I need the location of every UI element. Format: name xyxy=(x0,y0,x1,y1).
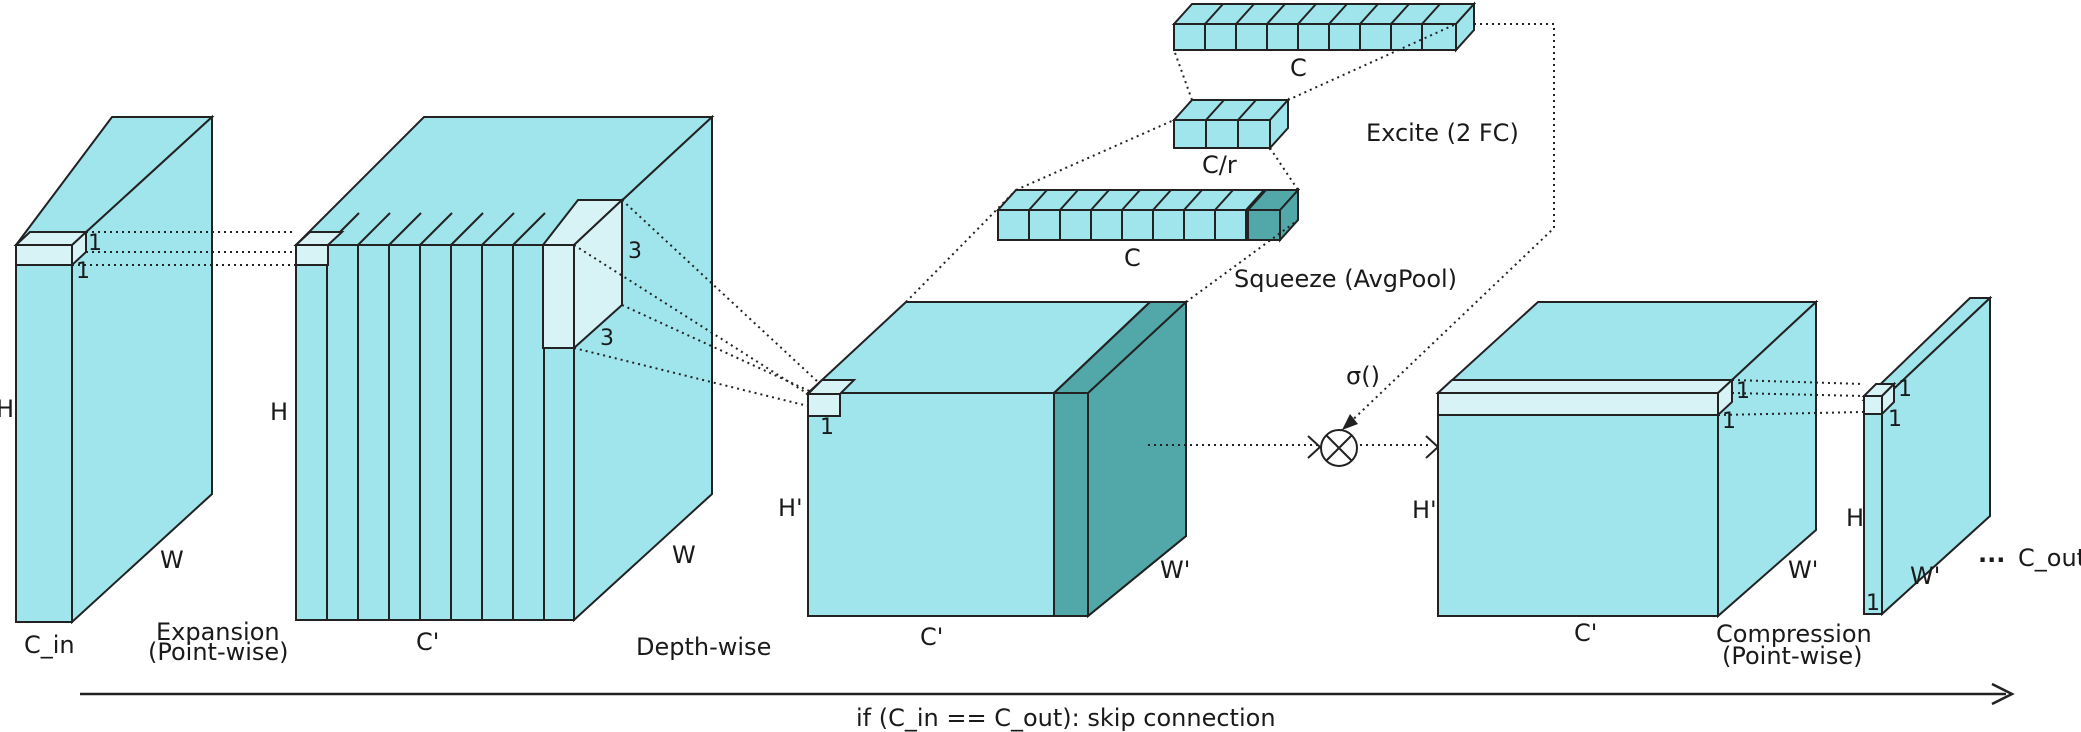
compression-caption-line2: (Point-wise) xyxy=(1722,642,1863,670)
scaled-kernel-label-top: 1 xyxy=(1736,379,1750,404)
kernel-size-label-top: 3 xyxy=(628,239,642,264)
input-width-label: W xyxy=(160,546,184,574)
slice-line xyxy=(481,212,515,246)
kernel-size-label-bottom: 3 xyxy=(600,326,614,351)
scaled-channel-label: C' xyxy=(1574,619,1597,647)
input-height-label: H xyxy=(0,395,14,423)
kernel-to-output-connector xyxy=(573,199,819,407)
slice-line xyxy=(419,212,453,246)
excite-caption: Excite (2 FC) xyxy=(1366,119,1519,147)
slice-line xyxy=(1214,189,1234,211)
compression-caption-line1: Compression xyxy=(1716,620,1872,648)
slice-line xyxy=(1059,189,1079,211)
compression-depth-label: 1 xyxy=(1866,591,1880,616)
excite-arrow-head xyxy=(1342,414,1358,430)
excite-vector xyxy=(1171,1,1477,53)
slice-line xyxy=(388,212,422,246)
input-kernel-label-top: 1 xyxy=(88,231,102,256)
multiply-node xyxy=(1320,429,1358,467)
multiply-to-scaled-arrow-head xyxy=(1425,435,1440,459)
scaled-to-compression-connector xyxy=(1717,379,1865,416)
squeeze-caption: Squeeze (AvgPool) xyxy=(1234,265,1457,293)
scaled-kernel-label-bottom: 1 xyxy=(1722,409,1736,434)
slice-line xyxy=(1328,3,1348,25)
output-ellipsis: ··· xyxy=(1978,546,2005,574)
slice-line xyxy=(1297,3,1317,25)
slice-line xyxy=(1359,3,1379,25)
input-channel-label: C_in xyxy=(24,631,75,659)
block-to-squeeze-connector xyxy=(905,189,1299,303)
block-to-multiply-arrow-head xyxy=(1307,435,1322,459)
expansion-width-label: W xyxy=(672,541,696,569)
reduced-to-excite-connector xyxy=(1173,23,1457,101)
compression-kernel-label-top: 1 xyxy=(1898,377,1912,402)
skip-connection-arrow-head xyxy=(1991,682,2015,706)
depthwise-height-label: H' xyxy=(778,494,803,522)
expansion-height-label: H xyxy=(270,398,288,426)
output-channel-label: C_out xyxy=(2018,544,2081,572)
excite-to-multiply-connector xyxy=(1341,23,1555,431)
input-kernel-label-bottom: 1 xyxy=(76,259,90,284)
slice-line xyxy=(1245,189,1265,211)
excite-vector-label: C xyxy=(1290,54,1307,82)
slice-line xyxy=(1090,189,1110,211)
slice-line xyxy=(1204,3,1224,25)
sigma-label: σ() xyxy=(1346,362,1380,390)
scaled-height-label: H' xyxy=(1412,496,1437,524)
depthwise-kernel-label: 1 xyxy=(820,415,834,440)
slice-line xyxy=(1235,3,1255,25)
reduced-vector xyxy=(1171,97,1291,151)
compressed-output-block xyxy=(1861,295,1993,617)
expanded-tensor-block xyxy=(293,114,715,623)
squeeze-to-reduced-connector xyxy=(1015,119,1299,191)
compression-kernel-label-bottom: 1 xyxy=(1888,407,1902,432)
reduced-vector-label: C/r xyxy=(1202,151,1237,179)
expansion-channel-label: C' xyxy=(416,628,439,656)
slice-line xyxy=(1266,3,1286,25)
slice-line xyxy=(450,212,484,246)
depthwise-width-label: W' xyxy=(1160,556,1190,584)
slice-line xyxy=(1152,189,1172,211)
squeeze-vector-label: C xyxy=(1124,244,1141,272)
input-to-expansion-connector xyxy=(72,231,296,266)
compression-width-label: W' xyxy=(1910,562,1940,590)
expansion-caption-line1: Expansion xyxy=(156,618,280,646)
depthwise-channel-label: C' xyxy=(920,623,943,651)
expansion-caption-line2: (Point-wise) xyxy=(148,638,289,666)
slice-line xyxy=(1183,189,1203,211)
squeeze-vector xyxy=(995,187,1301,243)
scaled-width-label: W' xyxy=(1788,556,1818,584)
compression-height-label: H xyxy=(1846,504,1864,532)
scaled-output-block xyxy=(1435,299,1819,619)
slice-line xyxy=(1121,189,1141,211)
slice-line xyxy=(512,212,546,246)
slice-line xyxy=(1421,3,1441,25)
depthwise-output-block xyxy=(805,299,1190,619)
slice-line xyxy=(357,212,391,246)
input-tensor-block xyxy=(13,114,215,625)
skip-connection-label: if (C_in == C_out): skip connection xyxy=(856,704,1276,732)
slice-line xyxy=(1390,3,1410,25)
slice-line xyxy=(1028,189,1048,211)
depthwise-caption: Depth-wise xyxy=(636,633,771,661)
